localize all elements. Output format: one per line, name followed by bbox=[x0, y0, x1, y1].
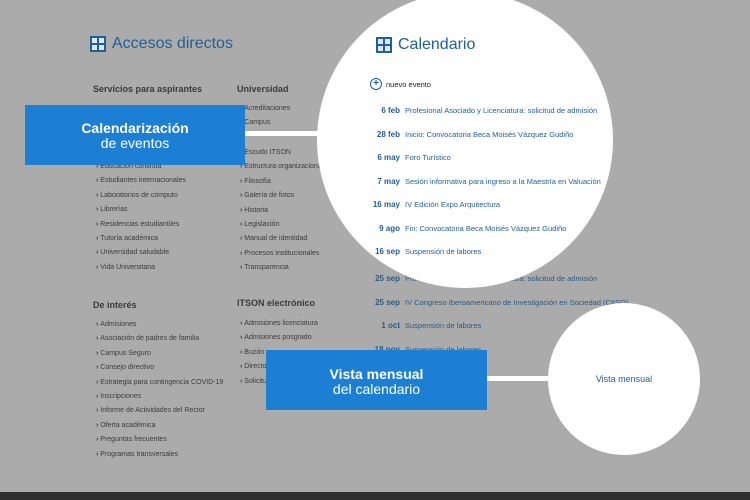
link-item[interactable]: Informe de Actividades del Rector bbox=[96, 404, 223, 418]
new-event-button[interactable]: + nuevo evento bbox=[370, 78, 431, 90]
calendar-event[interactable]: 7 may Sesión informativa para ingreso a l… bbox=[346, 170, 611, 194]
event-title: Profesional Asociado y Licenciatura: sol… bbox=[405, 106, 598, 116]
calendarizacion-line1: Calendarización bbox=[81, 120, 189, 136]
link-item[interactable]: Manual de identidad bbox=[240, 232, 323, 246]
universidad-list-top: AcreditacionesCampus bbox=[240, 102, 290, 131]
link-item[interactable]: Galería de fotos bbox=[240, 189, 323, 203]
link-item[interactable]: Estrategia para contingencia COVID-19 bbox=[96, 376, 223, 390]
event-date: 16 sep bbox=[375, 247, 400, 257]
event-date: 7 may bbox=[377, 176, 400, 186]
vista-line2: del calendario bbox=[332, 381, 421, 397]
link-item[interactable]: Admisiones bbox=[96, 318, 223, 332]
vista-mensual-magnifier: Vista mensual bbox=[548, 303, 700, 455]
event-title: IV Edición Expo Arquitectura bbox=[405, 200, 501, 210]
event-date: 6 feb bbox=[381, 106, 400, 116]
event-date: 1 oct bbox=[381, 321, 400, 331]
calendar-events-list: 6 feb Profesional Asociado y Licenciatura… bbox=[346, 99, 611, 264]
link-item[interactable]: Acreditaciones bbox=[240, 102, 290, 116]
link-item[interactable]: Escudo ITSON bbox=[240, 146, 323, 160]
event-title: Fin: Convocatoria Beca Moisés Vázquez Gu… bbox=[405, 223, 567, 233]
calendar-event[interactable]: 16 may IV Edición Expo Arquitectura bbox=[346, 193, 611, 217]
event-date: 18 nov bbox=[346, 345, 400, 354]
itson-electronico-list: Admisiones licenciaturaAdmisiones posgra… bbox=[240, 317, 318, 389]
universidad-title: Universidad bbox=[237, 84, 289, 94]
de-interes-title: De interés bbox=[93, 300, 137, 310]
vista-connector bbox=[480, 376, 560, 381]
event-title: Sesión informativa para ingreso a la Mae… bbox=[405, 176, 601, 186]
event-title: Suspensión de labores bbox=[405, 321, 482, 331]
link-item[interactable]: Directorio bbox=[240, 360, 318, 374]
calendar-event[interactable]: 25 sep IV Congreso Iberoamericano de Inve… bbox=[346, 291, 628, 315]
accesos-directos-title: Accesos directos bbox=[112, 35, 233, 52]
link-item[interactable]: Residencias estudiantiles bbox=[96, 218, 186, 232]
event-date: 9 ago bbox=[379, 223, 400, 233]
calendar-event[interactable]: 18 nov Suspensión de labores bbox=[346, 338, 628, 362]
event-date: 25 sep bbox=[375, 297, 400, 307]
calendar-event[interactable]: 6 feb Profesional Asociado y Licenciatura… bbox=[346, 99, 611, 123]
event-date: 16 may bbox=[372, 200, 400, 210]
link-item[interactable]: Educación continua bbox=[96, 160, 186, 174]
link-item[interactable]: Buzón bbox=[240, 346, 318, 360]
calendar-event[interactable]: 16 sep Suspensión de labores bbox=[346, 240, 611, 264]
link-item[interactable]: Librerías bbox=[96, 203, 186, 217]
event-title: IV Congreso Iberoamericano de Investigac… bbox=[405, 297, 629, 307]
calendar-events-clip: 6 feb Profesional Asociado y Licenciatura… bbox=[346, 99, 611, 267]
calendario-heading: Calendario bbox=[376, 36, 475, 54]
calendar-event[interactable]: 28 feb Inicio: Convocatoria Beca Moisés V… bbox=[346, 123, 611, 147]
link-item[interactable]: Consejo directivo bbox=[96, 361, 223, 375]
link-item[interactable]: Historia bbox=[240, 204, 323, 218]
link-item[interactable]: Programas transversales bbox=[96, 448, 223, 462]
link-item[interactable]: Procesos institucionales bbox=[240, 247, 323, 261]
calendarizacion-connector bbox=[200, 131, 335, 136]
link-item[interactable]: Campus bbox=[240, 116, 290, 130]
universidad-list: Escudo ITSONEstructura organizacionalFil… bbox=[240, 146, 323, 276]
link-item[interactable]: Legislación bbox=[240, 218, 323, 232]
new-event-label: nuevo evento bbox=[386, 79, 432, 89]
link-item[interactable]: Oferta académica bbox=[96, 419, 223, 433]
link-item[interactable]: Asociación de padres de familia bbox=[96, 332, 223, 346]
link-item[interactable]: Admisiones licenciatura bbox=[240, 317, 318, 331]
link-item[interactable]: Filosofía bbox=[240, 175, 323, 189]
bottom-bar bbox=[0, 492, 750, 500]
event-date: 25 sep bbox=[375, 274, 400, 284]
link-item[interactable]: Solicitudes bbox=[240, 375, 318, 389]
calendar-event[interactable]: 1 oct Suspensión de labores bbox=[346, 314, 628, 338]
event-date: 6 may bbox=[377, 153, 400, 163]
link-item[interactable]: Laboratorios de cómputo bbox=[96, 189, 186, 203]
vista-callout: Vista mensual del calendario bbox=[266, 350, 487, 410]
servicios-aspirantes-list: Educación continuaEstudiantes internacio… bbox=[96, 160, 186, 275]
link-item[interactable]: Estudiantes internacionales bbox=[96, 174, 186, 188]
calendar-event[interactable]: 6 may Foro Turístico bbox=[346, 146, 611, 170]
calendario-title: Calendario bbox=[398, 36, 476, 53]
vista-mensual-link[interactable]: Vista mensual bbox=[595, 374, 653, 384]
link-item[interactable]: Universidad saludable bbox=[96, 246, 186, 260]
link-item[interactable]: Preguntas frecuentes bbox=[96, 433, 223, 447]
accesos-directos-heading: Accesos directos bbox=[90, 35, 233, 53]
link-item[interactable]: Transparencia bbox=[240, 261, 323, 275]
event-title: Inicio: Convocatoria Beca Moisés Vázquez… bbox=[405, 129, 574, 139]
link-item[interactable]: Tutoría académica bbox=[96, 232, 186, 246]
link-item[interactable]: Inscripciones bbox=[96, 390, 223, 404]
link-item[interactable]: Campus Seguro bbox=[96, 347, 223, 361]
calendarizacion-callout: Calendarización de eventos bbox=[25, 105, 245, 165]
calendarizacion-line2: de eventos bbox=[100, 135, 170, 151]
calendar-magnifier bbox=[317, 0, 613, 288]
plus-icon: + bbox=[370, 78, 382, 90]
vista-line1: Vista mensual bbox=[329, 366, 424, 382]
event-date: 28 feb bbox=[376, 129, 400, 139]
de-interes-list: AdmisionesAsociación de padres de famili… bbox=[96, 318, 223, 462]
event-title: Foro Turístico bbox=[405, 153, 451, 163]
grid-icon bbox=[90, 36, 106, 52]
servicios-aspirantes-title: Servicios para aspirantes bbox=[93, 84, 203, 94]
calendar-event[interactable]: 9 ago Fin: Convocatoria Beca Moisés Vázqu… bbox=[346, 217, 611, 241]
link-item[interactable]: Estructura organizacional bbox=[240, 160, 323, 174]
event-title: Suspensión de labores bbox=[405, 345, 481, 354]
link-item[interactable]: Admisiones posgrado bbox=[240, 331, 318, 345]
event-title: Suspensión de labores bbox=[405, 247, 482, 257]
calendar-icon bbox=[376, 37, 392, 53]
link-item[interactable]: Vida Universitaria bbox=[96, 261, 186, 275]
itson-electronico-title: ITSON electrónico bbox=[237, 298, 316, 308]
